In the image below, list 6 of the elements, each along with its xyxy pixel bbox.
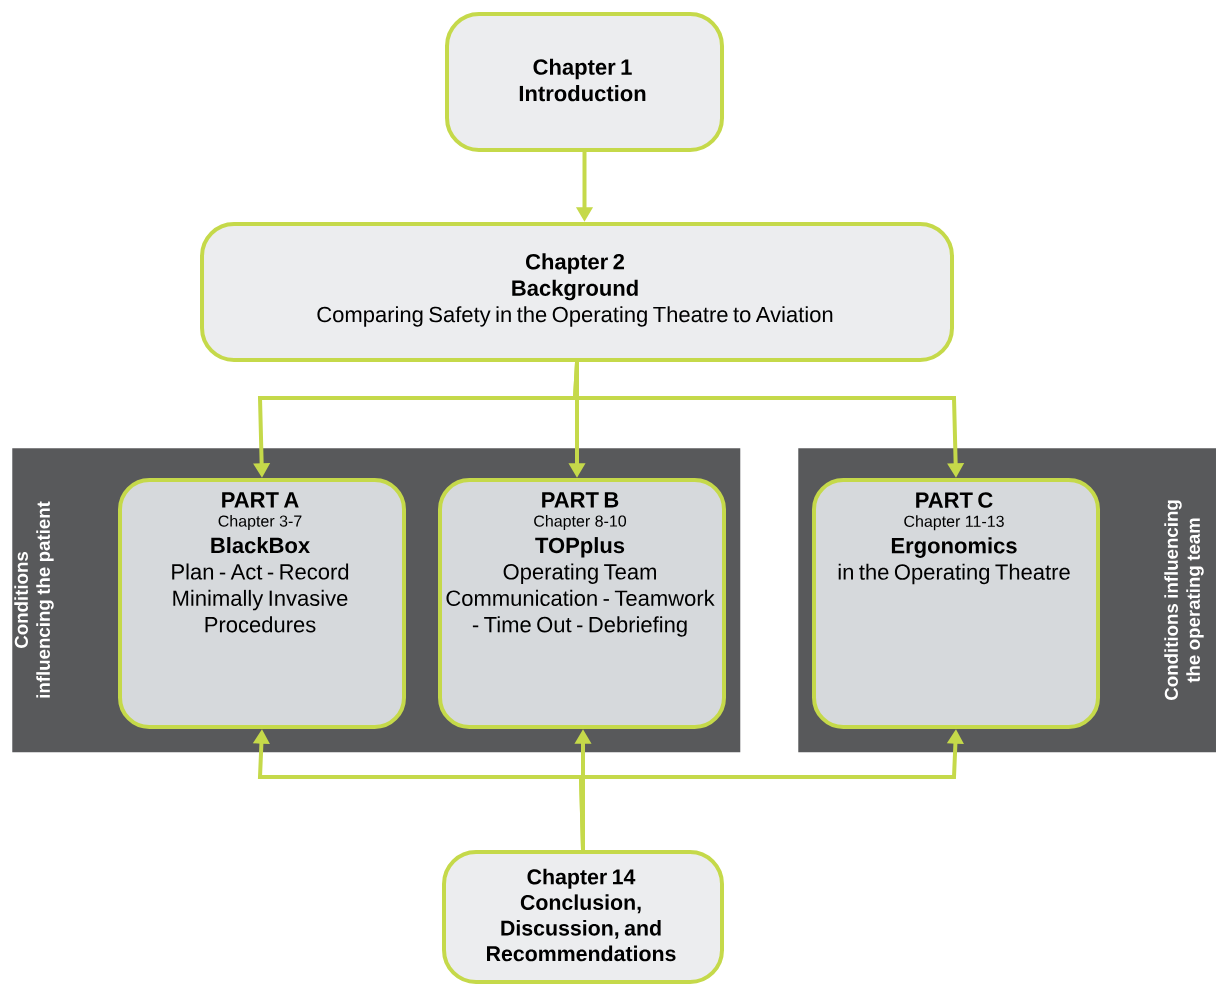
part-box: PART C Chapter 11-13 Ergonomics in the Operating Theatre (812, 478, 1100, 729)
chapter-box: Chapter 2 Background Comparing Safety in the Operating Theatre to Aviation (200, 222, 954, 362)
part-box: PART A Chapter 3-7 BlackBox Plan - Act - Record Minimally Invasive Procedures (118, 478, 406, 729)
chapter-box: Chapter 14 Conclusion, Discussion, and Recommendations (442, 850, 724, 984)
chapter-box: Chapter 1 Introduction (445, 12, 724, 152)
part-box: PART B Chapter 8-10 TOPplus Operating Team Communication - Teamwork - Time Out - Debriefing (438, 478, 726, 729)
